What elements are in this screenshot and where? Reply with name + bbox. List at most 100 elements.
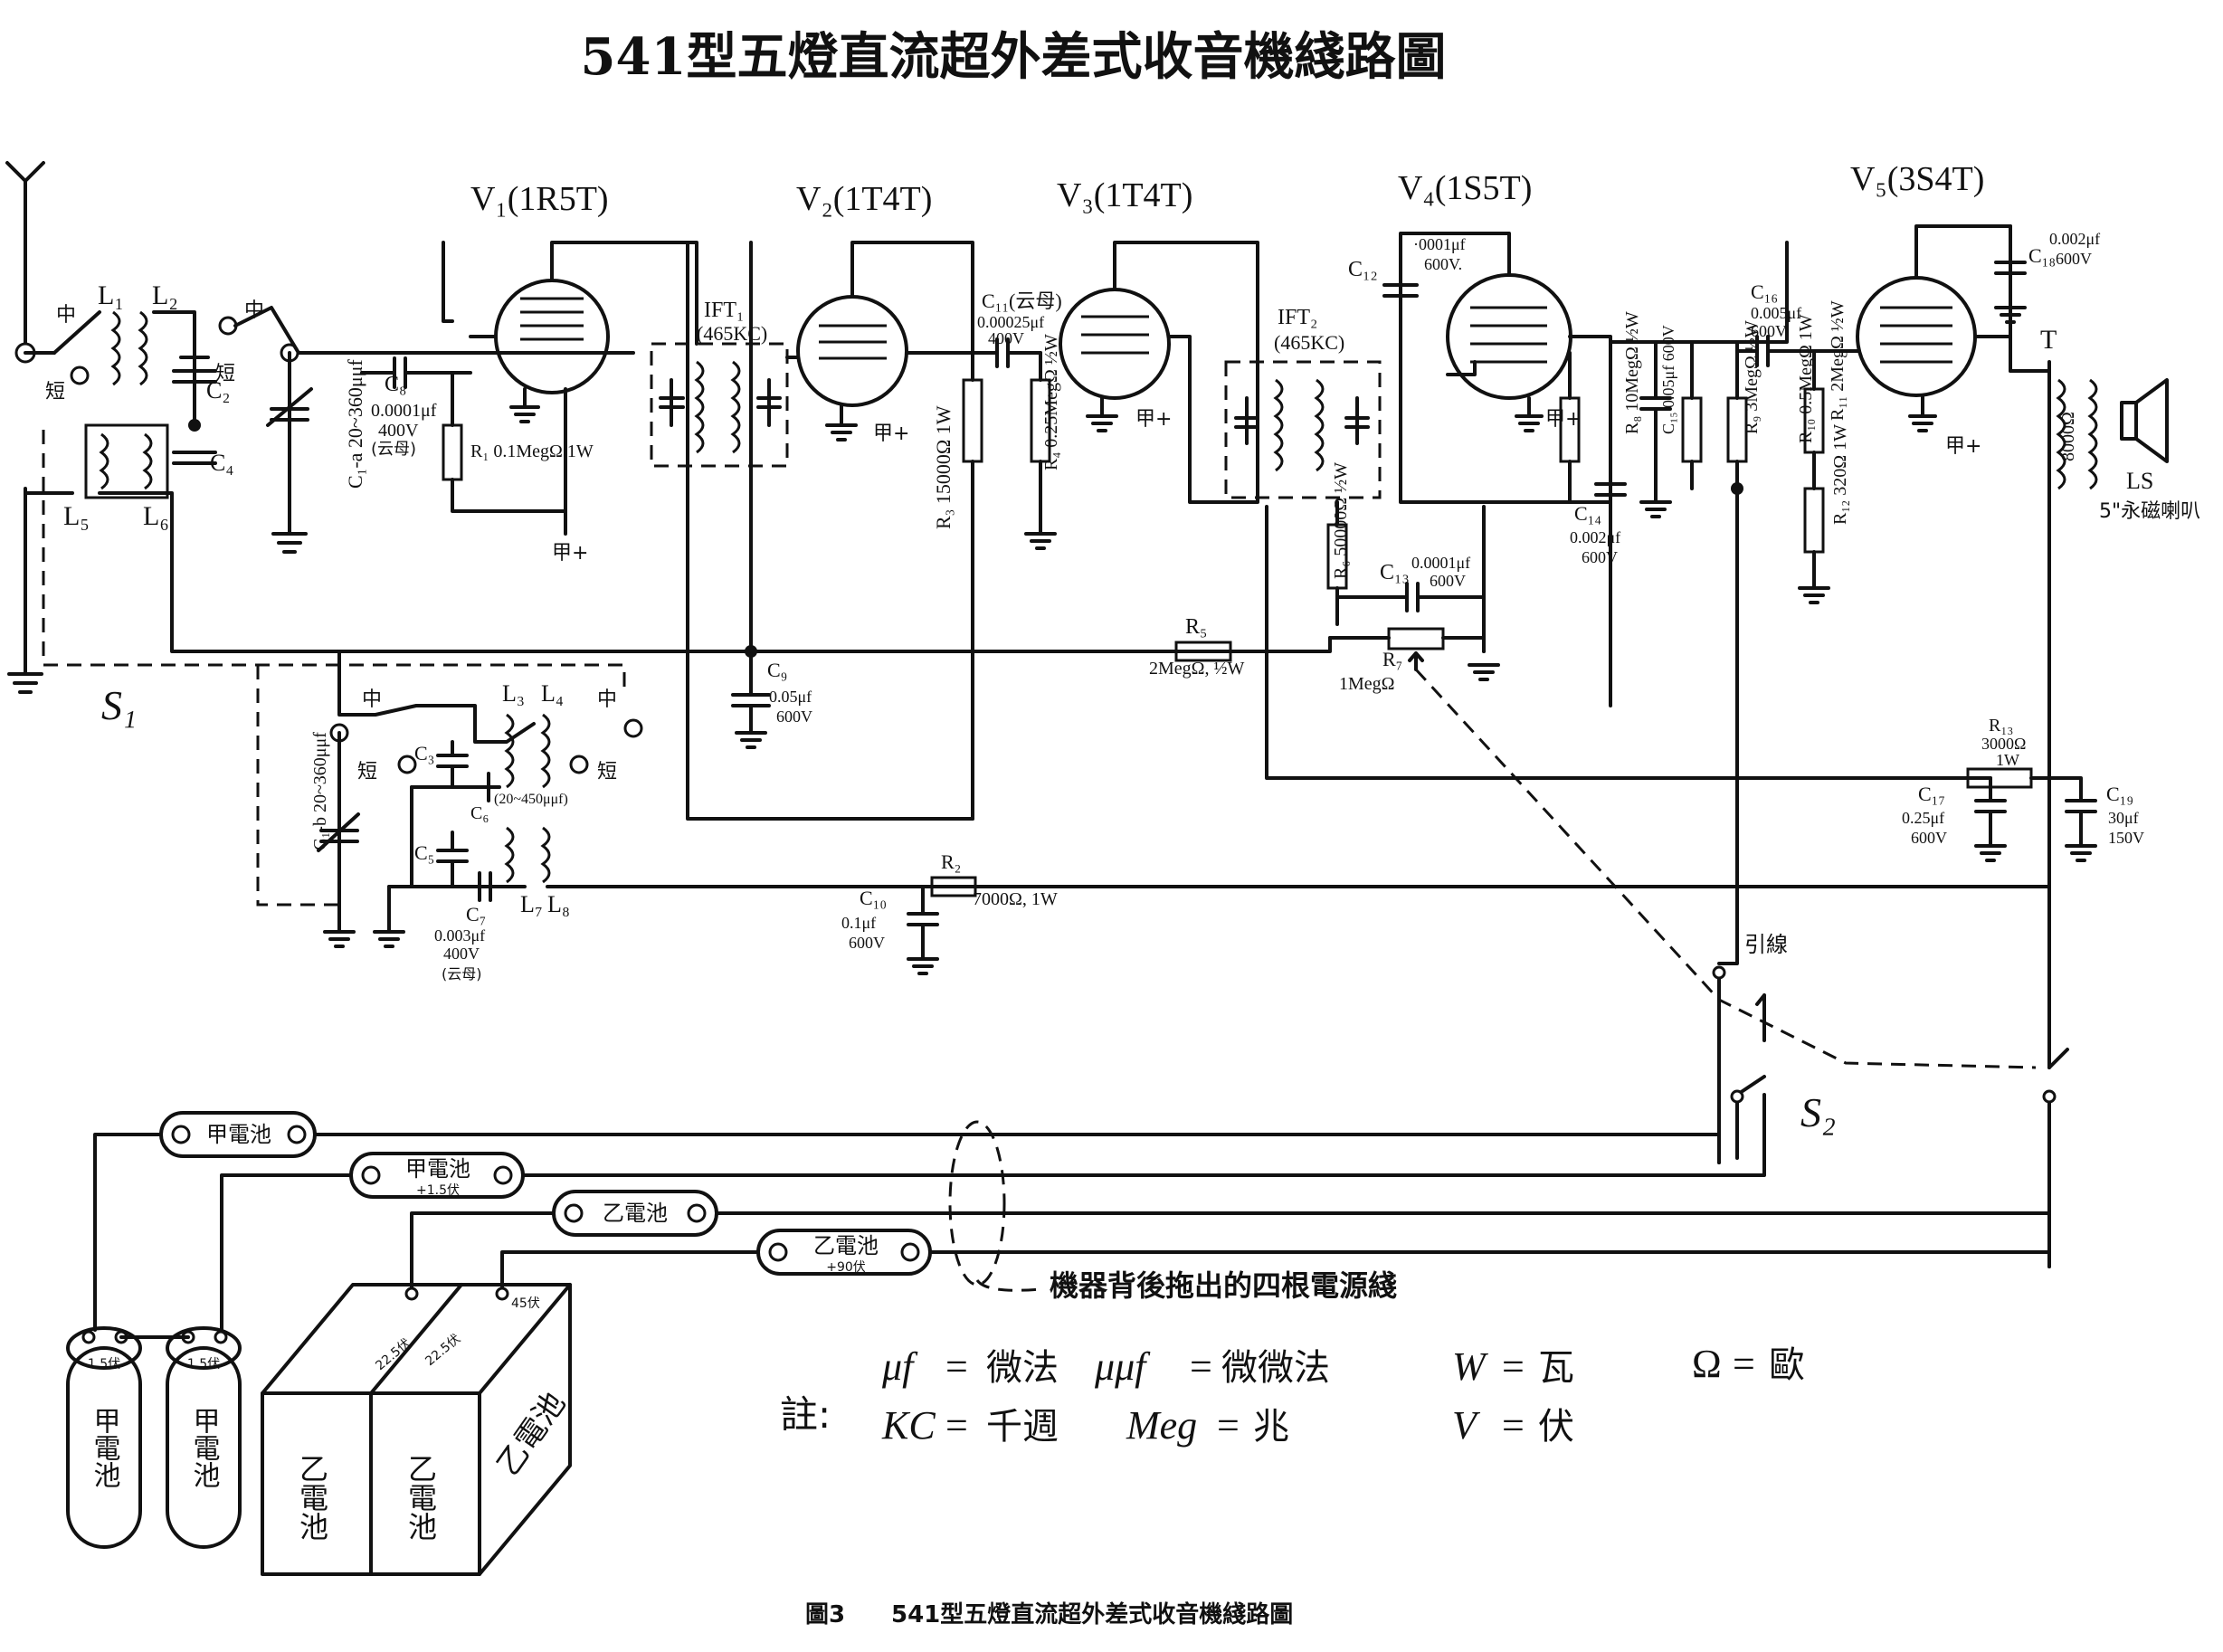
tube-v5 bbox=[1856, 224, 2012, 432]
resistor-label-r5: R₅ bbox=[1185, 615, 1207, 639]
resistor-value-r5: 2MegΩ, ½W bbox=[1149, 659, 1245, 679]
cap-value-c13-volt: 600V bbox=[1430, 572, 1466, 590]
lead-label-a-plus: 甲電池 bbox=[405, 1156, 470, 1182]
speaker-icon bbox=[2120, 378, 2169, 463]
b-cell-volt: 22.5伏 bbox=[423, 1332, 463, 1369]
b-cell-label: 乙電池 bbox=[295, 1454, 329, 1541]
resistor-label-r6: R₆ 50000Ω ½W bbox=[1331, 462, 1351, 579]
legend-equals: = bbox=[1217, 1403, 1240, 1448]
filament-label-v3: 甲+ bbox=[1135, 408, 1172, 431]
legend-equals: = bbox=[1502, 1403, 1525, 1448]
cap-label-c15: C₁₅ 0.05μf 600V bbox=[1659, 325, 1677, 434]
band-mark-mid: 中 bbox=[244, 299, 264, 322]
pilot-wire-label: 引線 bbox=[1744, 932, 1788, 957]
filament-label-v5: 甲+ bbox=[1945, 435, 1981, 458]
diagram-title: 541型五燈直流超外差式收音機綫路圖 bbox=[581, 27, 1447, 87]
cap-label-c10: C₁₀ bbox=[860, 887, 887, 909]
cap-value-c8-volt: 400V bbox=[378, 421, 419, 441]
cap-value-c7: 0.003μf bbox=[434, 926, 485, 945]
cap-label-c4: C₄ bbox=[210, 450, 233, 476]
cap-label-c11: C₁₁(云母) bbox=[982, 290, 1062, 312]
legend-equals: = bbox=[945, 1344, 968, 1389]
ift2-name: IFT₂ bbox=[1278, 306, 1317, 329]
power-leads-note: 機器背後拖出的四根電源綫 bbox=[1050, 1268, 1397, 1303]
coil-l5-l6 bbox=[84, 423, 169, 499]
resistor-label-r2: R₂ bbox=[941, 850, 961, 873]
cap-value-c13: 0.0001μf bbox=[1411, 554, 1470, 572]
cap-label-c8: C₈ bbox=[385, 373, 406, 396]
filament-label-v1: 甲+ bbox=[552, 542, 588, 565]
tube-label-v2: V₂(1T4T) bbox=[796, 180, 932, 218]
cap-value-c10: 0.1μf bbox=[841, 914, 876, 932]
legend-symbol: μf bbox=[881, 1344, 918, 1389]
cap-label-c3: C₃ bbox=[414, 742, 434, 764]
band-mark-mid: 中 bbox=[362, 688, 382, 711]
resistor-label-r3: R₃ 15000Ω 1W bbox=[932, 405, 955, 529]
cap-value-c8-type: (云母) bbox=[371, 440, 416, 459]
tube-v1 bbox=[469, 241, 698, 394]
legend-meaning: 兆 bbox=[1253, 1406, 1289, 1448]
legend-meaning: 千週 bbox=[986, 1406, 1059, 1448]
band-switch-contact bbox=[70, 366, 90, 385]
legend-symbol: Ω bbox=[1692, 1342, 1722, 1386]
lead-sub-a-plus: +1.5伏 bbox=[416, 1183, 460, 1198]
a-cell-label: 甲電池 bbox=[89, 1407, 120, 1488]
band-mark-short: 短 bbox=[357, 761, 377, 783]
cap-value-c6: (20~450μμf) bbox=[494, 792, 568, 807]
cap-value-c8: 0.0001μf bbox=[371, 401, 437, 421]
cap-value-c11-volt: 400V bbox=[988, 329, 1024, 347]
legend-equals: = bbox=[1502, 1344, 1525, 1389]
coil-label-l1: L₁ bbox=[98, 280, 124, 310]
cap-value-c18: 0.002μf bbox=[2049, 230, 2100, 248]
cap-value-c11: 0.00025μf bbox=[977, 313, 1044, 331]
band-switch-contact bbox=[623, 718, 643, 738]
tube-v4 bbox=[1399, 232, 1612, 504]
cap-label-c13: C₁₃ bbox=[1380, 561, 1410, 584]
coil-l7-l8 bbox=[504, 826, 551, 884]
lead-label-b-minus: 乙電池 bbox=[603, 1201, 668, 1226]
cap-label-c1a: C₁-a 20~360μμf bbox=[344, 359, 366, 489]
legend-equals: = bbox=[1190, 1344, 1212, 1389]
coil-l3-l4 bbox=[504, 713, 551, 789]
cap-label-c18: C₁₈ bbox=[2028, 244, 2056, 267]
transformer-ift2 bbox=[1234, 378, 1370, 472]
antenna-icon bbox=[5, 161, 45, 355]
cap-value-c9-volt: 600V bbox=[776, 707, 812, 726]
lead-label-b-plus: 乙電池 bbox=[813, 1233, 879, 1258]
cap-value-c12: ·0001μf bbox=[1413, 235, 1466, 253]
cap-value-c17: 0.25μf bbox=[1902, 809, 1944, 827]
cap-value-c7-volt: 400V bbox=[443, 945, 480, 963]
tube-label-v3: V₃(1T4T) bbox=[1057, 176, 1192, 214]
tube-v3 bbox=[1059, 241, 1259, 504]
cap-value-c12-volt: 600V. bbox=[1424, 255, 1462, 273]
legend-symbol: KC bbox=[881, 1403, 936, 1448]
cap-label-c5: C₅ bbox=[414, 841, 434, 864]
resistor-label-r8: R₈ 10MegΩ ½W bbox=[1622, 311, 1642, 434]
band-mark-short: 短 bbox=[215, 363, 235, 385]
band-mark-mid: 中 bbox=[56, 304, 76, 327]
legend-symbol: V bbox=[1452, 1403, 1481, 1448]
coil-label-l3: L₃ bbox=[502, 680, 525, 707]
coil-label-l8: L₈ bbox=[547, 891, 570, 917]
figure-caption: 541型五燈直流超外差式收音機綫路圖 bbox=[891, 1600, 1293, 1628]
lead-label-a-minus: 甲電池 bbox=[206, 1122, 271, 1147]
pilot-terminal bbox=[1712, 965, 1726, 980]
capacitor-c2 bbox=[172, 356, 217, 384]
resistor-label-r12: R₁₂ 320Ω 1W bbox=[1830, 424, 1850, 525]
ground-symbol bbox=[7, 487, 43, 694]
filament-label-v2: 甲+ bbox=[873, 422, 909, 445]
legend-meaning: 伏 bbox=[1538, 1406, 1574, 1448]
cap-value-c7-type: (云母) bbox=[442, 965, 482, 983]
cap-value-c19-volt: 150V bbox=[2108, 829, 2144, 847]
figure-number: 圖3 bbox=[805, 1601, 845, 1628]
transformer-ift1 bbox=[659, 360, 782, 454]
switch-contact bbox=[2042, 1089, 2057, 1104]
cap-label-c19: C₁₉ bbox=[2106, 783, 2133, 805]
band-mark-mid: 中 bbox=[597, 688, 617, 711]
a-cell-volt: 1.5伏 bbox=[187, 1357, 220, 1372]
resistor-value-r13: 3000Ω bbox=[1981, 735, 2026, 753]
legend: μf = 微法 μμf = 微微法 W = 瓦 Ω = 歐 KC = 千週 Me… bbox=[881, 1342, 1805, 1448]
output-transformer bbox=[2009, 360, 2098, 508]
band-mark-short: 短 bbox=[45, 381, 65, 404]
